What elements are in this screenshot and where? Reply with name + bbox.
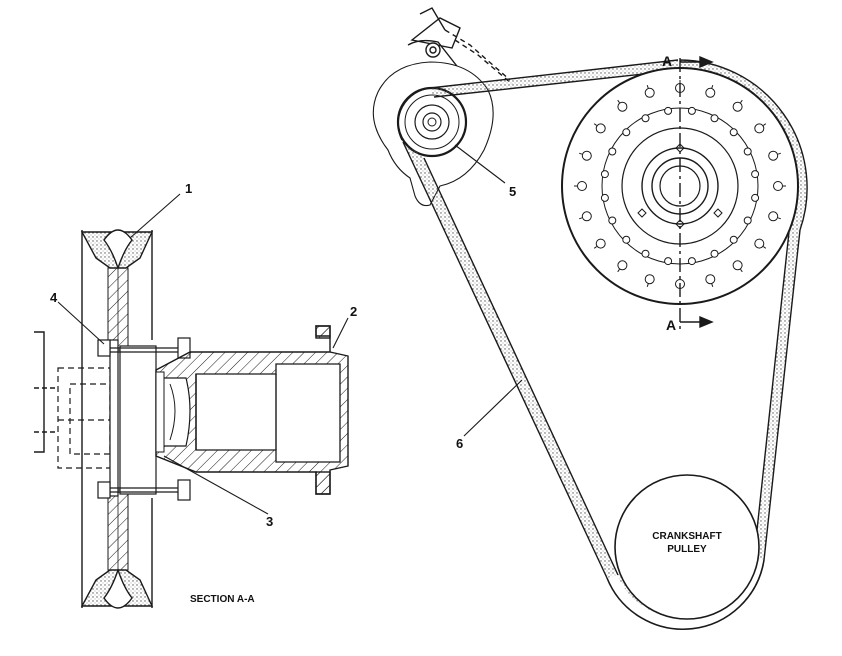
bolt-lug-tab [777, 152, 781, 155]
bolt-lug [710, 249, 719, 258]
bolt-lug [644, 274, 655, 285]
section-view [34, 193, 349, 609]
crankshaft-pulley [606, 474, 765, 630]
bolt-lug [773, 181, 783, 191]
bolt-lug [595, 238, 606, 249]
leader-5 [454, 144, 506, 184]
leader-1 [129, 193, 181, 239]
backing-plate [119, 345, 157, 495]
engine-block-edge [34, 331, 58, 453]
bolt-lug [754, 123, 765, 134]
bolt-lug-tab [593, 123, 597, 126]
bolt-lug-tab [579, 217, 583, 220]
section-mark-bottom: A [666, 317, 676, 333]
clamp-plate [109, 339, 119, 497]
leader-3 [163, 455, 269, 515]
idler-pulley [396, 86, 468, 158]
bolt-lug-tab [646, 85, 649, 89]
bolt-lug-tab [593, 246, 597, 249]
bolt-lug-tab [711, 85, 714, 89]
bolt-lug-tab [579, 152, 583, 155]
bolt-lug [595, 123, 606, 134]
bolt-lug [768, 211, 779, 222]
tensioner-bracket [407, 7, 513, 85]
fan-bolts [97, 337, 191, 501]
bolt-lug [617, 260, 628, 271]
bolt-lug [732, 101, 743, 112]
bolt-lug [743, 147, 752, 156]
bolt-lug [754, 238, 765, 249]
belt-drive-view [372, 7, 808, 630]
bolt-lug [705, 274, 716, 285]
bolt-lug [729, 235, 738, 244]
labels: 1 2 3 4 5 6 SECTION A-A CRANKSHAFT PULLE… [50, 53, 722, 605]
bolt-lug [644, 87, 655, 98]
leader-4 [57, 301, 105, 345]
bolt-lug [577, 181, 587, 191]
bolt-lug [732, 260, 743, 271]
bolt-lug-tab [617, 99, 620, 103]
section-mark-top: A [662, 53, 672, 69]
bolt-lug [600, 193, 609, 202]
bolt-lug [608, 216, 617, 225]
bolt-lug [687, 106, 696, 115]
bolt-lug [768, 150, 779, 161]
adapter-hub [57, 367, 111, 469]
bolt-lug-tab [740, 269, 743, 273]
pulley-housing [155, 325, 349, 495]
bolt-lug [641, 114, 650, 123]
fan-blade-outline [80, 229, 154, 609]
bolt-lug-tab [740, 99, 743, 103]
bolt-lug [622, 128, 631, 137]
bolt-lug-tab [763, 123, 767, 126]
bolt-lug-tab [763, 246, 767, 249]
section-line-a-a [679, 55, 714, 330]
bolt-lug [641, 249, 650, 258]
bolt-lug [608, 147, 617, 156]
leader-2 [332, 317, 349, 349]
bolt-lug [729, 128, 738, 137]
bolt-lug-tab [646, 283, 649, 287]
bolt-lug [617, 101, 628, 112]
pulley-label-line2: PULLEY [667, 544, 707, 555]
bolt-lug-tab [777, 217, 781, 220]
pulley-label-line1: CRANKSHAFT [652, 531, 721, 542]
bolt-lug [687, 257, 696, 266]
callout-3: 3 [266, 514, 273, 529]
callout-4: 4 [50, 290, 58, 305]
bolt-lug [710, 114, 719, 123]
bolt-lug [622, 235, 631, 244]
bolt-lug [664, 106, 673, 115]
callout-1: 1 [185, 181, 192, 196]
bolt-lug [664, 257, 673, 266]
bolt-lug-tab [617, 269, 620, 273]
bolt-lug [581, 150, 592, 161]
bolt-lug [743, 216, 752, 225]
section-caption: SECTION A-A [190, 594, 255, 605]
bolt-lug [751, 170, 760, 179]
bolt-lug-tab [711, 283, 714, 287]
bolt-lug [751, 193, 760, 202]
bolt-lug [581, 211, 592, 222]
fan-bolt-circle [574, 80, 786, 292]
leader-6 [463, 379, 523, 437]
callout-2: 2 [350, 304, 357, 319]
callout-6: 6 [456, 436, 463, 451]
bolt-lug [705, 87, 716, 98]
callout-5: 5 [509, 184, 516, 199]
bolt-lug [600, 170, 609, 179]
